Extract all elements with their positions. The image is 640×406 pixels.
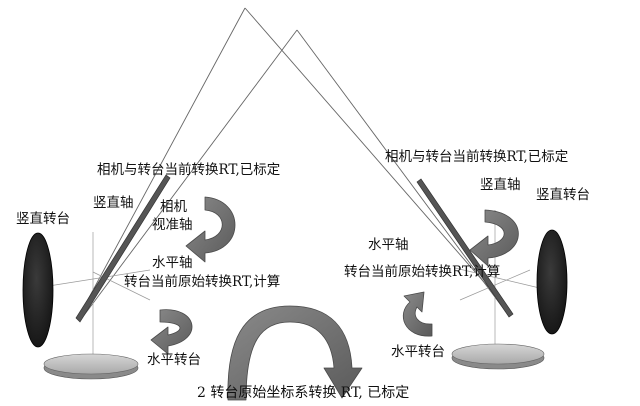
right-vertical-disk	[536, 229, 568, 335]
right-apparatus	[416, 178, 568, 370]
bottom-transform-label: 2 转台原始坐标系转换 RT, 已标定	[197, 385, 410, 401]
left-vertical-disk	[22, 232, 54, 348]
left-camera	[75, 174, 171, 323]
right-horizontal-rotation-arrow	[402, 291, 433, 337]
rotation-arrows	[150, 196, 519, 401]
left-camera-label: 相机	[160, 199, 187, 215]
right-ray-outer	[244, 7, 511, 313]
left-vertical-turntable-label: 竖直转台	[16, 211, 70, 227]
right-horizontal-base	[451, 343, 545, 365]
left-sight-axis-label: 视准轴	[152, 217, 193, 233]
right-vertical-rotation-arrow	[469, 209, 519, 267]
left-ray-outer	[77, 7, 246, 319]
right-vertical-axis-label: 竖直轴	[480, 177, 521, 193]
right-original-transform-label: 转台当前原始转换RT,计算	[344, 264, 501, 280]
left-vertical-axis-label: 竖直轴	[93, 195, 134, 211]
bottom-transform-arrow	[227, 305, 363, 401]
right-transform-label: 相机与转台当前转换RT,已标定	[385, 149, 569, 165]
left-horizontal-base	[43, 353, 139, 375]
right-vertical-turntable-label: 竖直转台	[536, 187, 590, 203]
left-ray-inner	[81, 29, 298, 319]
right-ray-inner	[296, 29, 507, 313]
right-horizontal-axis-label: 水平轴	[368, 237, 409, 253]
left-original-transform-label: 转台当前原始转换RT,计算	[124, 274, 281, 290]
left-sight-rotation-arrow	[185, 196, 236, 263]
right-horizontal-turntable-label: 水平转台	[391, 344, 445, 360]
left-horizontal-turntable-label: 水平转台	[147, 352, 201, 368]
right-camera	[416, 178, 514, 318]
left-apparatus	[22, 174, 171, 380]
left-transform-label: 相机与转台当前转换RT,已标定	[97, 162, 281, 178]
sight-lines	[77, 7, 511, 319]
left-horizontal-rotation-arrow	[150, 309, 193, 355]
left-horizontal-axis-label: 水平轴	[152, 255, 193, 271]
construction-lines	[35, 210, 549, 360]
